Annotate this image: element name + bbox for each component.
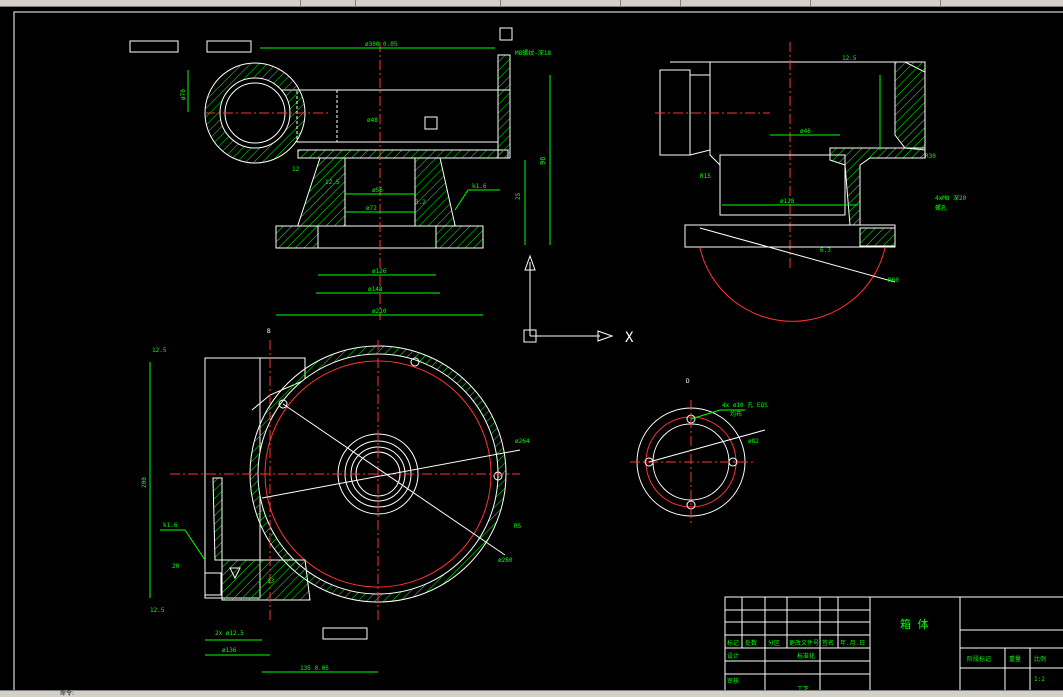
small-circle-dia: ø82 bbox=[748, 438, 759, 445]
roughness-right-b: 6.3 bbox=[820, 247, 831, 254]
dim-base-mid: ø148 bbox=[368, 286, 383, 293]
tb-row-label: 更改文件号 bbox=[789, 639, 819, 647]
dim-inner-top: ø48 bbox=[367, 117, 378, 124]
tb-standard: 标准化 bbox=[797, 652, 815, 660]
right-dim-b: ø128 bbox=[780, 198, 795, 205]
left-dim-c: 20 bbox=[172, 563, 180, 570]
right-dim-c: R30 bbox=[925, 153, 936, 160]
big-circle-d1: ø264 bbox=[515, 438, 530, 445]
tb-process: 工艺 bbox=[797, 685, 809, 690]
left-dim-f: ø136 bbox=[222, 647, 237, 654]
left-dim-e: 2x ø12.5 bbox=[215, 630, 244, 637]
dim-top-width: ø300 0.05 bbox=[365, 41, 398, 48]
tb-row-label: 标记 bbox=[727, 639, 739, 647]
tb-scale-value: 1:2 bbox=[1034, 676, 1045, 683]
lineweight-dropdown[interactable] bbox=[680, 0, 811, 6]
dim-base-inner: ø136 bbox=[372, 268, 387, 275]
right-dim-a: ø46 bbox=[800, 128, 811, 135]
datum-box bbox=[206, 40, 252, 53]
dim-side-height: 12 bbox=[292, 166, 300, 173]
plotstyle-dropdown[interactable] bbox=[810, 0, 941, 6]
drawing-canvas[interactable]: ø300 0.05 M8螺纹-深18 96 25 ø56 ø72 ø136 ø1… bbox=[0, 7, 1063, 693]
tb-weight: 重量 bbox=[1009, 655, 1021, 663]
big-circle-d3: ø280 bbox=[498, 557, 513, 564]
section-b-view bbox=[149, 340, 521, 673]
left-height: 200 bbox=[141, 477, 148, 488]
tb-scale: 比例 bbox=[1034, 655, 1046, 663]
left-chamfer: k1.6 bbox=[163, 522, 178, 529]
view-label-d: D bbox=[686, 378, 690, 385]
linetype-dropdown[interactable] bbox=[620, 0, 681, 6]
right-flange-note2: 螺孔 bbox=[935, 204, 947, 212]
ucs-icon bbox=[523, 254, 614, 343]
part-name: 箱 体 bbox=[900, 617, 929, 631]
roughness-right: 12.5 bbox=[842, 55, 857, 62]
right-dim-d: R60 bbox=[888, 277, 899, 284]
left-dim-g: 135 0.05 bbox=[300, 665, 329, 672]
tb-stage-mark: 阶段标记 bbox=[967, 655, 991, 663]
roughness-b: 3.2 bbox=[415, 199, 426, 206]
roughness-left-b: 12.5 bbox=[150, 607, 165, 614]
big-circle-d2: R5 bbox=[514, 523, 522, 530]
dim-base-height: 25 bbox=[515, 192, 522, 200]
dim-bore-small: ø56 bbox=[372, 187, 383, 194]
dim-chamfer: k1.6 bbox=[472, 183, 487, 190]
ucs-x-label: X bbox=[625, 330, 634, 346]
toolbar-segment[interactable] bbox=[0, 0, 301, 6]
toolbar-segment[interactable] bbox=[300, 0, 356, 6]
left-dim-d: 13 bbox=[267, 578, 275, 585]
small-circle-note: 4x ø10 孔 EQS bbox=[722, 401, 768, 409]
section-d-view bbox=[630, 400, 766, 525]
tb-approved: 审核 bbox=[727, 677, 739, 685]
dim-bore-mid: ø72 bbox=[366, 205, 377, 212]
side-view bbox=[655, 42, 926, 322]
datum-box bbox=[322, 627, 368, 640]
layer-dropdown[interactable] bbox=[355, 0, 501, 6]
small-circle-note2: 均布 bbox=[730, 410, 742, 418]
tb-row-label: 年.月.日 bbox=[840, 639, 865, 647]
tb-row-label: 分区 bbox=[768, 639, 780, 647]
toolbar-strip bbox=[0, 0, 1063, 7]
right-dim-e: R15 bbox=[700, 173, 711, 180]
tb-row-label: 处数 bbox=[745, 639, 757, 647]
command-line[interactable]: 命令: bbox=[0, 690, 1063, 697]
roughness-a: 12.5 bbox=[325, 179, 340, 186]
dim-callout: M8螺纹-深18 bbox=[515, 49, 551, 57]
right-flange-note: 4xM8 深20 bbox=[935, 194, 967, 202]
command-prompt: 命令: bbox=[60, 690, 75, 697]
dim-inner-mid: ø70 bbox=[180, 89, 187, 100]
dim-base-outer: ø210 bbox=[372, 308, 387, 315]
roughness-left: 12.5 bbox=[152, 347, 167, 354]
dim-height: 96 bbox=[539, 157, 547, 165]
view-label-b: B bbox=[267, 328, 271, 335]
tb-row-label: 签名 bbox=[822, 639, 834, 647]
tb-designer: 设计 bbox=[727, 652, 739, 660]
datum-box bbox=[129, 40, 179, 53]
color-dropdown[interactable] bbox=[500, 0, 621, 6]
front-view bbox=[129, 27, 551, 320]
